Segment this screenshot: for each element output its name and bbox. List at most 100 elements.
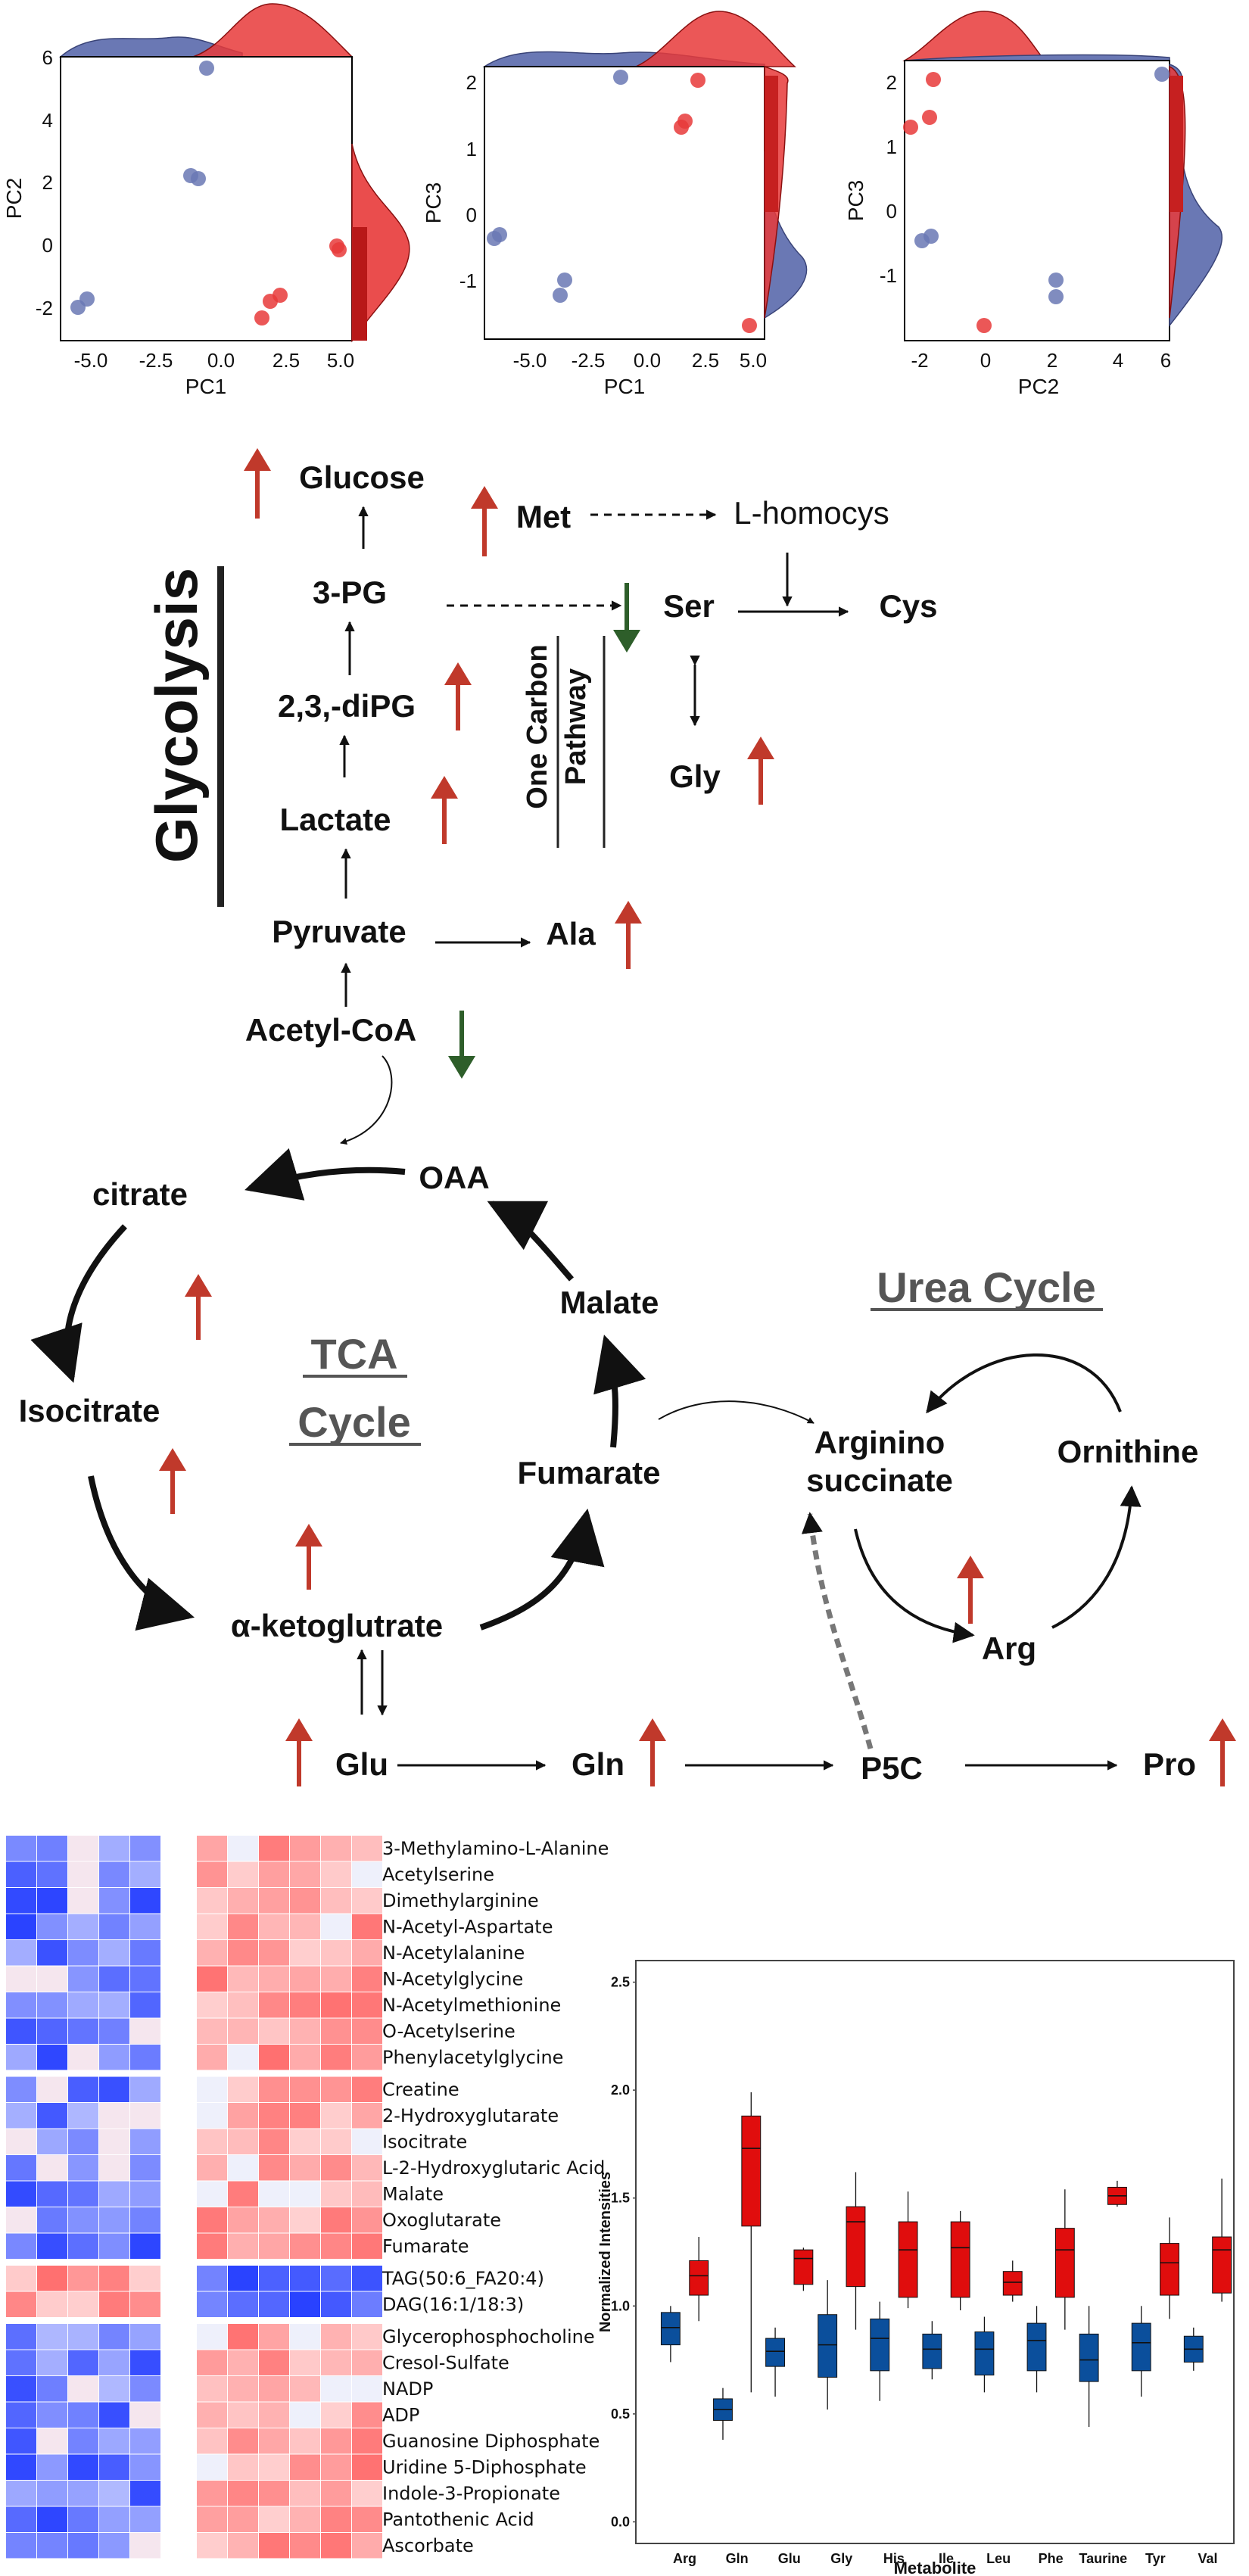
box-plot-x-tick: Taurine <box>1079 2551 1127 2566</box>
one-carbon-label-line2: Pathway <box>560 668 592 785</box>
heatmap-cell <box>130 2045 160 2070</box>
heatmap-cell <box>37 2533 67 2559</box>
heatmap-cell <box>130 2533 160 2559</box>
box-plot-x-tick: Glu <box>778 2551 801 2566</box>
heatmap-cell <box>37 2506 67 2532</box>
heatmap-cell <box>197 2291 227 2317</box>
box-plot-y-tick: 0.0 <box>611 2514 630 2529</box>
density-x-red <box>192 3 354 58</box>
heatmap-cell <box>130 2076 160 2102</box>
heatmap-cell <box>37 1914 67 1939</box>
box <box>793 2249 814 2285</box>
heatmap-cell <box>352 2233 382 2259</box>
heatmap-cell <box>259 2402 289 2428</box>
heatmap-cell <box>37 2018 67 2044</box>
y-tick: 2 <box>886 71 897 94</box>
heatmap-cell <box>99 1888 129 1914</box>
heatmap-row-label: Fumarate <box>382 2235 469 2257</box>
heatmap-cell <box>197 2428 227 2454</box>
heatmap-cell <box>6 2155 36 2181</box>
heatmap-cell <box>290 2324 320 2350</box>
heatmap-cell <box>99 2129 129 2154</box>
heatmap-cell <box>68 2324 98 2350</box>
heatmap-cell <box>6 2428 36 2454</box>
heatmap-row-label: Indole-3-Propionate <box>382 2483 560 2504</box>
heatmap-cell <box>6 2207 36 2233</box>
heatmap-cell <box>321 2181 351 2207</box>
y-tick: -1 <box>459 269 477 292</box>
heatmap-cell <box>99 2291 129 2317</box>
heatmap-row-label: N-Acetylalanine <box>382 1942 525 1964</box>
box-plot-y-tick: 1.5 <box>611 2191 630 2206</box>
heatmap-row-label: N-Acetylglycine <box>382 1968 523 1989</box>
heatmap-cell <box>228 1888 258 1914</box>
heatmap-cell <box>352 2291 382 2317</box>
heatmap-cell <box>321 1914 351 1939</box>
heatmap-cell <box>130 2402 160 2428</box>
plot-area <box>60 56 353 341</box>
heatmap-cell <box>352 2155 382 2181</box>
heatmap-cell <box>130 2266 160 2291</box>
heatmap-cell <box>99 1966 129 1992</box>
heatmap-cell <box>352 2266 382 2291</box>
heatmap-cell <box>228 2155 258 2181</box>
arrow-akg-fumarate <box>479 1508 605 1631</box>
heatmap-cell <box>197 2533 227 2559</box>
heatmap-cell <box>6 2481 36 2506</box>
heatmap-cell <box>228 2291 258 2317</box>
heatmap-cell <box>130 1940 160 1966</box>
heatmap-cell <box>37 1836 67 1861</box>
metabolite-citrate: citrate <box>92 1176 188 1212</box>
heatmap-cell <box>130 2207 160 2233</box>
arrow-ornithine-arginino <box>926 1353 1122 1414</box>
arrow-acetylcoa-oaa <box>340 1055 393 1145</box>
box-plot-x-tick: Arg <box>673 2551 696 2566</box>
heatmap-cell <box>37 1992 67 2018</box>
metabolite-lactate: Lactate <box>279 802 391 837</box>
heatmap-cell <box>228 2428 258 2454</box>
heatmap-cell <box>228 1966 258 1992</box>
heatmap-cell <box>228 2533 258 2559</box>
y-ticks: 2 1 0 -1 <box>880 71 897 287</box>
heatmap-cell <box>6 2402 36 2428</box>
heatmap-cell <box>228 2324 258 2350</box>
heatmap-cell <box>197 2129 227 2154</box>
heatmap-cell <box>99 2481 129 2506</box>
heatmap-cell <box>321 2506 351 2532</box>
heatmap-cell <box>68 1992 98 2018</box>
heatmap-cell <box>259 2506 289 2532</box>
arrow-isocitrate-akg <box>88 1475 195 1631</box>
heatmap-cell <box>99 2207 129 2233</box>
heatmap-cell <box>228 2233 258 2259</box>
y-tick: 0 <box>886 200 897 223</box>
arrow-citrate-isocitrate <box>30 1224 127 1383</box>
heatmap-cell <box>259 1966 289 1992</box>
x-tick: 2 <box>1047 349 1057 372</box>
heatmap-cell <box>259 1861 289 1887</box>
heatmap-cell <box>259 2454 289 2480</box>
density-y-band <box>352 227 367 341</box>
heatmap-cell <box>352 1888 382 1914</box>
metabolite-3pg: 3-PG <box>313 575 387 610</box>
heatmap-cell <box>130 1861 160 1887</box>
y-axis-label: PC3 <box>422 182 445 223</box>
metabolite-cys: Cys <box>879 588 937 624</box>
heatmap-cell <box>130 2350 160 2375</box>
heatmap-row-label: Acetylserine <box>382 1864 494 1885</box>
heatmap-cell <box>68 2155 98 2181</box>
heatmap-cell <box>352 1992 382 2018</box>
heatmap-cell <box>228 2018 258 2044</box>
y-ticks: 2 1 0 -1 <box>459 71 477 292</box>
heatmap-cell <box>37 2045 67 2070</box>
heatmap-cell <box>6 2506 36 2532</box>
metabolite-arginino: Arginino <box>814 1425 945 1460</box>
heatmap-cell <box>259 2155 289 2181</box>
heatmap-cell <box>6 2350 36 2375</box>
heatmap-cell <box>290 1914 320 1939</box>
heatmap-cell <box>130 2324 160 2350</box>
heatmap-cell <box>68 2350 98 2375</box>
box <box>1002 2271 1023 2296</box>
box <box>870 2318 890 2372</box>
